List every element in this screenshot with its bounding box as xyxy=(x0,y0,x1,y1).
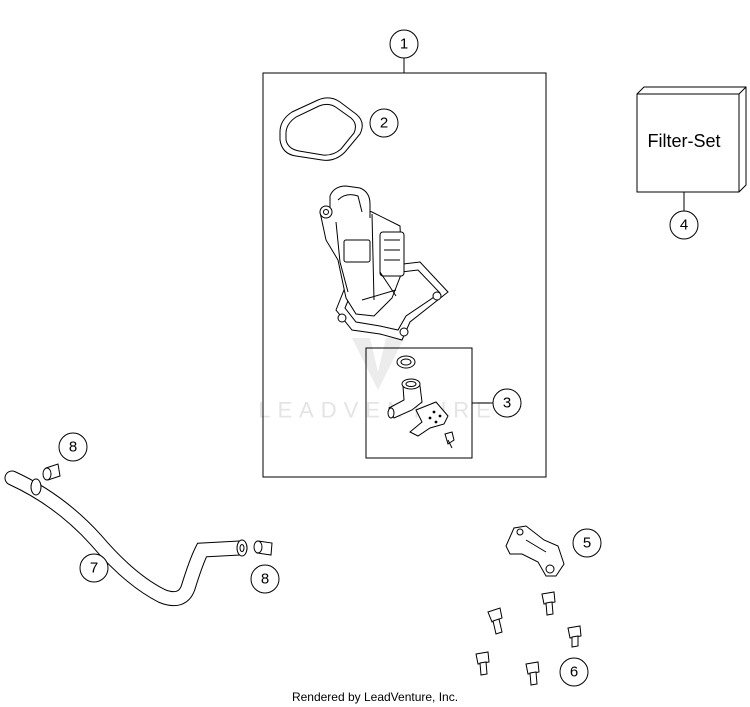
callout-8-upper-label: 8 xyxy=(69,439,77,456)
filter-set-box[interactable]: Filter-Set xyxy=(636,86,747,193)
bracket[interactable] xyxy=(505,525,565,577)
callout-4[interactable]: 4 xyxy=(669,210,699,240)
callout-8-lower-label: 8 xyxy=(261,571,269,588)
callout-1-label: 1 xyxy=(400,36,408,53)
watermark-text: LEADVENTURE xyxy=(258,398,498,423)
watermark: LEADVENTURE xyxy=(258,338,498,423)
fuel-pump[interactable] xyxy=(319,185,449,341)
screw[interactable] xyxy=(567,625,582,648)
callout-6[interactable]: 6 xyxy=(559,657,589,687)
screw[interactable] xyxy=(487,607,503,635)
callout-1[interactable]: 1 xyxy=(389,29,419,59)
hose-clamp[interactable] xyxy=(42,463,61,481)
callout-2-label: 2 xyxy=(380,115,388,132)
callout-7[interactable]: 7 xyxy=(79,553,109,583)
screw[interactable] xyxy=(525,661,540,686)
screw[interactable] xyxy=(541,591,556,616)
footer-credit: Rendered by LeadVenture, Inc. xyxy=(292,690,458,704)
callout-5-label: 5 xyxy=(583,535,591,552)
gasket-seal[interactable] xyxy=(279,97,363,161)
fitting-kit[interactable] xyxy=(387,355,455,449)
callout-2[interactable]: 2 xyxy=(369,108,399,138)
callout-3[interactable]: 3 xyxy=(492,388,522,418)
filter-set-label: Filter-Set xyxy=(647,131,720,151)
screw[interactable] xyxy=(475,651,490,676)
callout-4-label: 4 xyxy=(680,217,688,234)
callout-3-label: 3 xyxy=(503,395,511,412)
hose-clamp[interactable] xyxy=(253,540,273,556)
callout-6-label: 6 xyxy=(570,664,578,681)
fuel-hose[interactable] xyxy=(4,470,248,607)
callout-5[interactable]: 5 xyxy=(572,528,602,558)
callout-8-upper[interactable]: 8 xyxy=(58,432,88,462)
callout-8-lower[interactable]: 8 xyxy=(250,564,280,594)
screws[interactable] xyxy=(475,591,582,686)
callout-7-label: 7 xyxy=(90,560,98,577)
